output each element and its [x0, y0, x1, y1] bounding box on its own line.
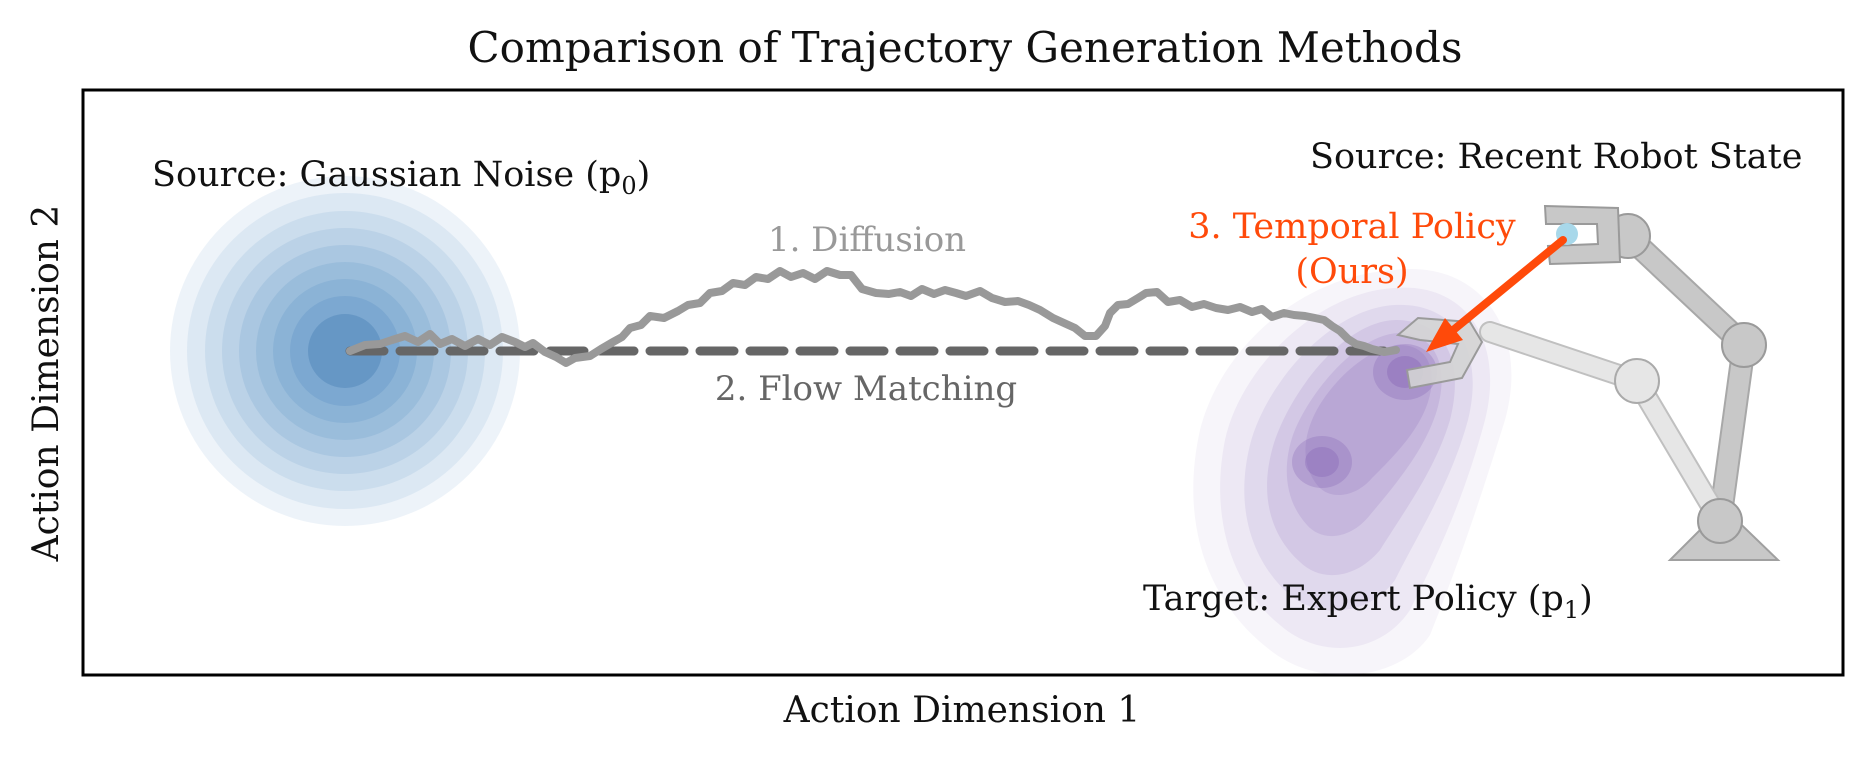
- x-axis-label: Action Dimension 1: [783, 690, 1141, 731]
- source-noise-subscript: 0: [621, 172, 636, 200]
- temporal-policy-arrow: [1426, 236, 1567, 352]
- diffusion-path: [346, 267, 1400, 367]
- target-subscript: 1: [1564, 596, 1579, 624]
- temporal-policy-label: 3. Temporal Policy: [1188, 207, 1516, 247]
- robot-arm-icon: [1395, 204, 1781, 561]
- source-noise-label: Source: Gaussian Noise (p0): [152, 155, 650, 200]
- flow-matching-label: 2. Flow Matching: [715, 369, 1017, 409]
- source-robot-label: Source: Recent Robot State: [1310, 137, 1802, 177]
- plot-frame: [81, 88, 1845, 677]
- source-noise-suffix: ): [637, 155, 651, 195]
- temporal-policy-ours-label: (Ours): [1295, 252, 1408, 292]
- figure-title: Comparison of Trajectory Generation Meth…: [468, 23, 1463, 72]
- source-noise-text: Source: Gaussian Noise (p: [152, 155, 621, 195]
- gaussian-contour: [170, 176, 520, 526]
- target-label: Target: Expert Policy (p1): [1143, 579, 1593, 624]
- target-text: Target: Expert Policy (p: [1143, 579, 1564, 619]
- y-axis-label: Action Dimension 2: [26, 205, 67, 563]
- target-suffix: ): [1579, 579, 1593, 619]
- diffusion-label: 1. Diffusion: [768, 220, 966, 260]
